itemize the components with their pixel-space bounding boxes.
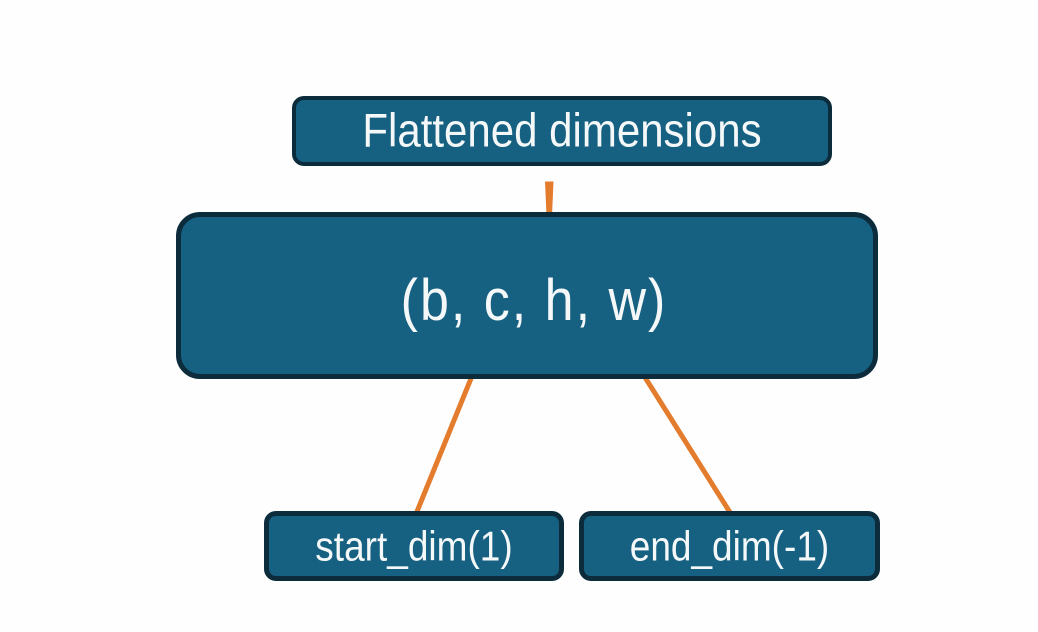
tensor-shape-label: (b, c, h, w) xyxy=(400,268,668,333)
end-dim-node: end_dim(-1) xyxy=(579,511,880,581)
start-dim-node: start_dim(1) xyxy=(264,511,564,581)
end-dim-label: end_dim(-1) xyxy=(629,523,830,569)
flattened-dimensions-label: Flattened dimensions xyxy=(362,104,762,157)
start-dim-label: start_dim(1) xyxy=(315,523,513,569)
flattened-dimensions-node: Flattened dimensions xyxy=(292,96,832,166)
tensor-shape-node: (b, c, h, w) xyxy=(176,212,878,379)
